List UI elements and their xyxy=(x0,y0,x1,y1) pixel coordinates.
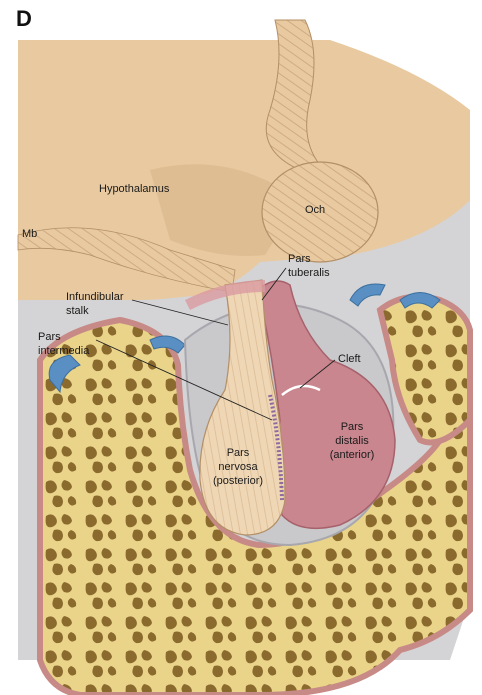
label-pars-distalis-2: distalis xyxy=(335,435,369,447)
label-pars-tuberalis-2: tuberalis xyxy=(288,267,330,279)
label-och: Och xyxy=(305,204,325,216)
label-pars-intermedia-2: intermedia xyxy=(38,345,90,357)
label-pars-distalis-3: (anterior) xyxy=(330,449,375,461)
label-cleft: Cleft xyxy=(338,353,361,365)
label-pars-nervosa-3: (posterior) xyxy=(213,475,263,487)
label-hypothalamus: Hypothalamus xyxy=(99,183,170,195)
label-mb: Mb xyxy=(22,228,37,240)
label-pars-nervosa-1: Pars xyxy=(227,447,250,459)
label-infundibular-2: stalk xyxy=(66,305,89,317)
label-infundibular-1: Infundibular xyxy=(66,291,124,303)
label-pars-intermedia-1: Pars xyxy=(38,331,61,343)
label-pars-distalis-1: Pars xyxy=(341,421,364,433)
label-pars-tuberalis-1: Pars xyxy=(288,253,311,265)
label-pars-nervosa-2: nervosa xyxy=(218,461,258,473)
